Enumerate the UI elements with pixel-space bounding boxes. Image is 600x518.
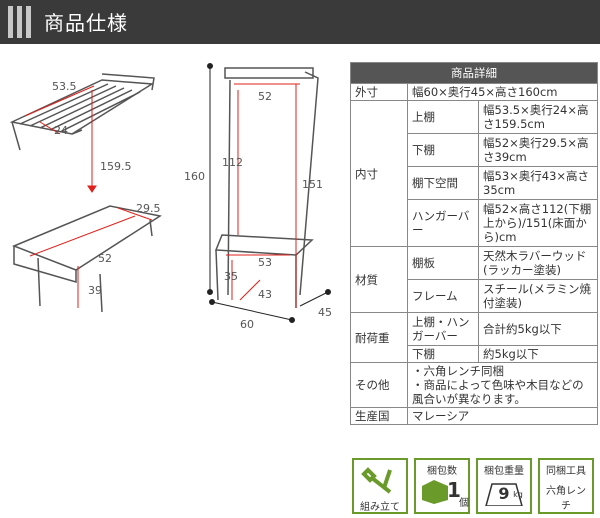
tools-icon <box>361 467 392 494</box>
table-row: ハンガーバー 幅52×高さ112(下棚上から)/151(床面から)cm <box>351 199 598 247</box>
lower-shelf-dims <box>29 207 153 308</box>
front-43-label: 43 <box>258 288 272 301</box>
top-shelf-sketch <box>9 73 155 151</box>
table-row: 棚下空間 幅53×奥行43×高さ35cm <box>351 166 598 200</box>
front-160-label: 160 <box>184 170 205 183</box>
top-shelf-depth-label: 24 <box>54 124 68 137</box>
product-dimension-diagram: 53.5 24 159.5 29.5 52 39 52 112 151 <box>9 63 332 331</box>
top-shelf-height-label: 159.5 <box>100 160 132 173</box>
included-tool-badge: 同梱工具 六角レンチ <box>538 458 594 514</box>
front-dims <box>226 83 300 308</box>
assembly-badge: 組み立て <box>352 458 408 514</box>
front-60-label: 60 <box>240 318 254 331</box>
table-row: その他 ・六角レンチ同梱 ・商品によって色味や木目などの風合いが異なります。 <box>350 362 598 408</box>
info-icons: 組み立て 梱包数 1 個 梱包重量 9 kg 同梱工具 六角レンチ <box>352 458 598 516</box>
table-row: 生産国 マレーシア <box>350 407 598 425</box>
spec-table: 商品詳細 外寸 幅60×奥行45×高さ160cm 内寸 上棚 幅53.5×奥行2… <box>350 62 598 425</box>
table-row: 耐荷重 上棚・ハンガーバー 合計約5kg以下 <box>350 312 598 363</box>
lower-shelf-sketch <box>11 205 162 313</box>
table-row: フレーム スチール(メラミン焼付塗装) <box>351 279 598 313</box>
table-row: 外寸 幅60×奥行45×高さ160cm <box>350 83 598 101</box>
section-title: 商品仕様 <box>44 11 128 35</box>
box-icon <box>422 480 448 504</box>
front-151-label: 151 <box>302 178 323 191</box>
front-53-label: 53 <box>258 256 272 269</box>
lower-shelf-height-label: 39 <box>88 284 102 297</box>
front-112-label: 112 <box>222 156 243 169</box>
front-guide-lines <box>207 63 331 323</box>
table-row: 内寸 上棚 幅53.5×奥行24×高さ159.5cm <box>350 100 598 247</box>
table-row: 下棚 幅52×奥行29.5×高さ39cm <box>351 133 598 167</box>
front-top-width-label: 52 <box>258 90 272 103</box>
lower-shelf-width-label: 52 <box>98 252 112 265</box>
table-row: 下棚 約5kg以下 <box>351 345 598 363</box>
front-45-label: 45 <box>318 306 332 319</box>
lower-shelf-depth-label: 29.5 <box>136 202 161 215</box>
package-weight-badge: 梱包重量 9 kg <box>476 458 532 514</box>
top-shelf-dims <box>24 85 97 193</box>
spec-table-header: 商品詳細 <box>350 62 598 84</box>
top-shelf-width-label: 53.5 <box>52 80 77 93</box>
front-35-label: 35 <box>224 270 238 283</box>
table-row: 材質 棚板 天然木ラバーウッド(ラッカー塗装) <box>350 246 598 313</box>
package-count-badge: 梱包数 1 個 <box>414 458 470 514</box>
weight-icon <box>485 483 523 506</box>
section-header: 商品仕様 <box>0 0 600 44</box>
